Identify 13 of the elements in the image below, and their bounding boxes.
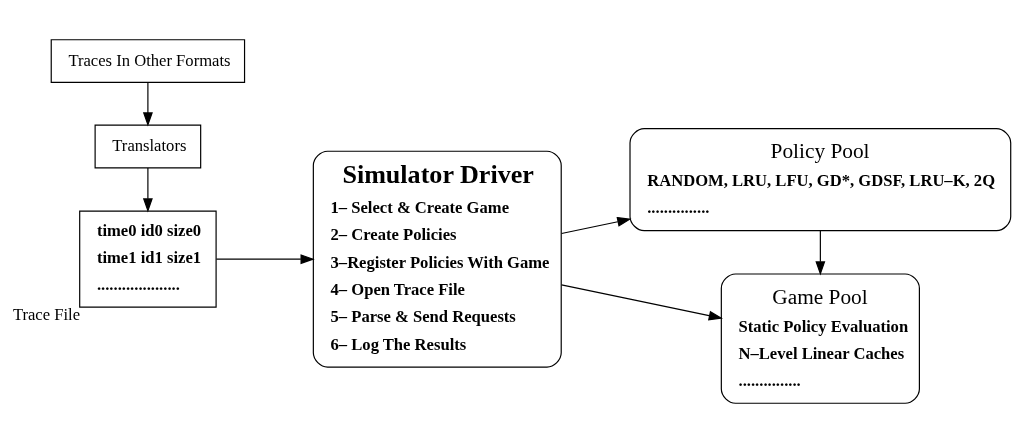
arrow	[815, 230, 826, 276]
arrow	[142, 167, 153, 213]
arrow	[142, 81, 153, 127]
arrow	[560, 284, 723, 321]
node-box: time0 id0 size0 time1 id1 size1 ....................	[79, 210, 217, 308]
node-label: Trace File	[12, 305, 81, 325]
node-box: Translators	[94, 124, 202, 169]
node-box: Policy Pool RANDOM, LRU, LFU, GD*, GDSF, LRU–K, 2Q ...............	[629, 128, 1012, 232]
node-box: Traces In Other Formats	[50, 39, 246, 84]
arrow	[215, 254, 315, 265]
arrow	[560, 216, 632, 235]
node-box: Simulator Driver 1– Select & Create Game 2– Create Policies 3–Register Policies With Game 4– Open Trace File 5– Parse & Send Requests 6– Log The Results	[312, 150, 562, 368]
node-box: Game Pool Static Policy Evaluation N–Level Linear Caches ...............	[720, 273, 920, 404]
